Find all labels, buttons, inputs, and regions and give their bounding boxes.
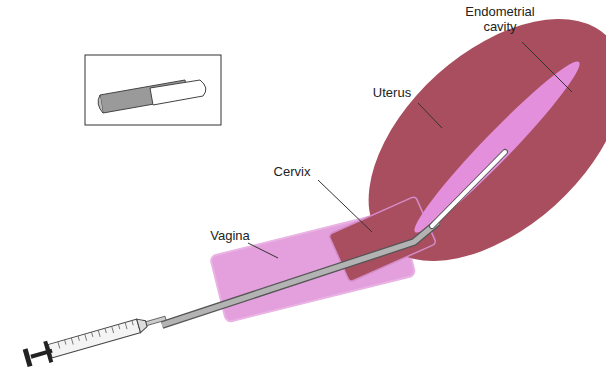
part-label: Cervix — [257, 164, 327, 179]
inset-frame — [85, 55, 221, 125]
part-label: Vagina — [195, 228, 265, 243]
part-label: Uterus — [357, 85, 427, 100]
syringe — [22, 308, 168, 369]
leader-lines — [248, 42, 572, 258]
part-label: Endometrial cavity — [450, 4, 550, 34]
catheter — [162, 152, 505, 325]
catheter-tip-detail — [98, 80, 206, 113]
